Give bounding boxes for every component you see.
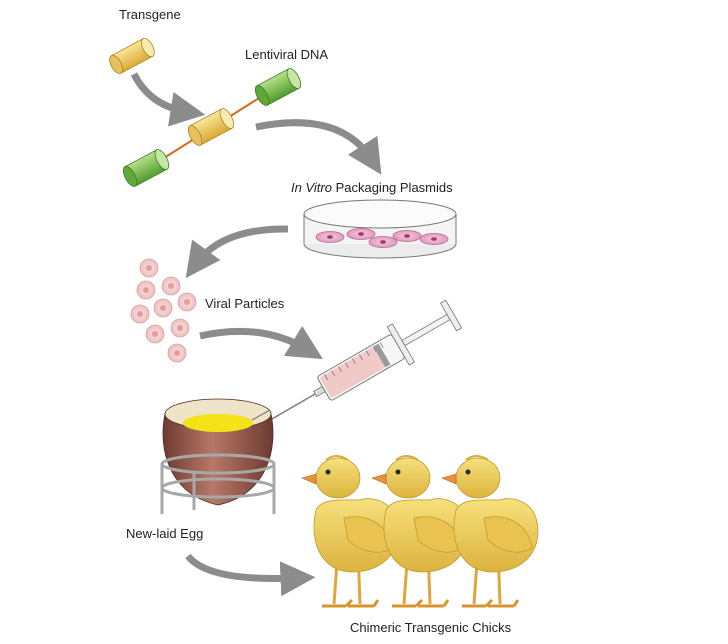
label-lentiviral-dna: Lentiviral DNA xyxy=(245,47,329,62)
chick-icon xyxy=(371,455,469,608)
lentiviral-construct xyxy=(122,68,302,187)
label-transgene: Transgene xyxy=(119,7,181,22)
lentiviral-left-cylinder-icon xyxy=(122,149,170,187)
egg-icon xyxy=(162,398,274,506)
arrow-packaging-to-particles xyxy=(185,225,289,279)
label-packaging-plasmids: In Vitro Packaging Plasmids xyxy=(291,180,453,195)
syringe-needle-tip xyxy=(251,409,271,421)
lentiviral-right-cylinder-icon xyxy=(254,68,302,106)
transgene-cylinder-icon xyxy=(109,38,155,74)
viral-particles-nuclei xyxy=(137,265,190,356)
label-chimeric-chicks: Chimeric Transgenic Chicks xyxy=(350,620,512,635)
label-new-laid-egg: New-laid Egg xyxy=(126,526,204,541)
arrow-particles-to-syringe xyxy=(199,325,323,360)
chick-icon xyxy=(441,455,539,608)
packaging-cells xyxy=(315,228,449,248)
chicks-group xyxy=(301,455,539,608)
arrow-transgene-to-construct xyxy=(130,72,206,127)
label-viral-particles: Viral Particles xyxy=(205,296,285,311)
label-packaging-italic: In Vitro xyxy=(291,180,332,195)
label-packaging-rest: Packaging Plasmids xyxy=(331,180,453,195)
chick-icon xyxy=(301,455,399,608)
arrow-construct-to-packaging xyxy=(255,119,382,175)
petri-dish-icon xyxy=(303,199,457,259)
arrow-egg-to-chicks xyxy=(185,553,316,597)
egg-stand xyxy=(160,453,276,514)
construct-transgene-cylinder-icon xyxy=(187,108,235,146)
syringe-icon xyxy=(269,299,463,421)
